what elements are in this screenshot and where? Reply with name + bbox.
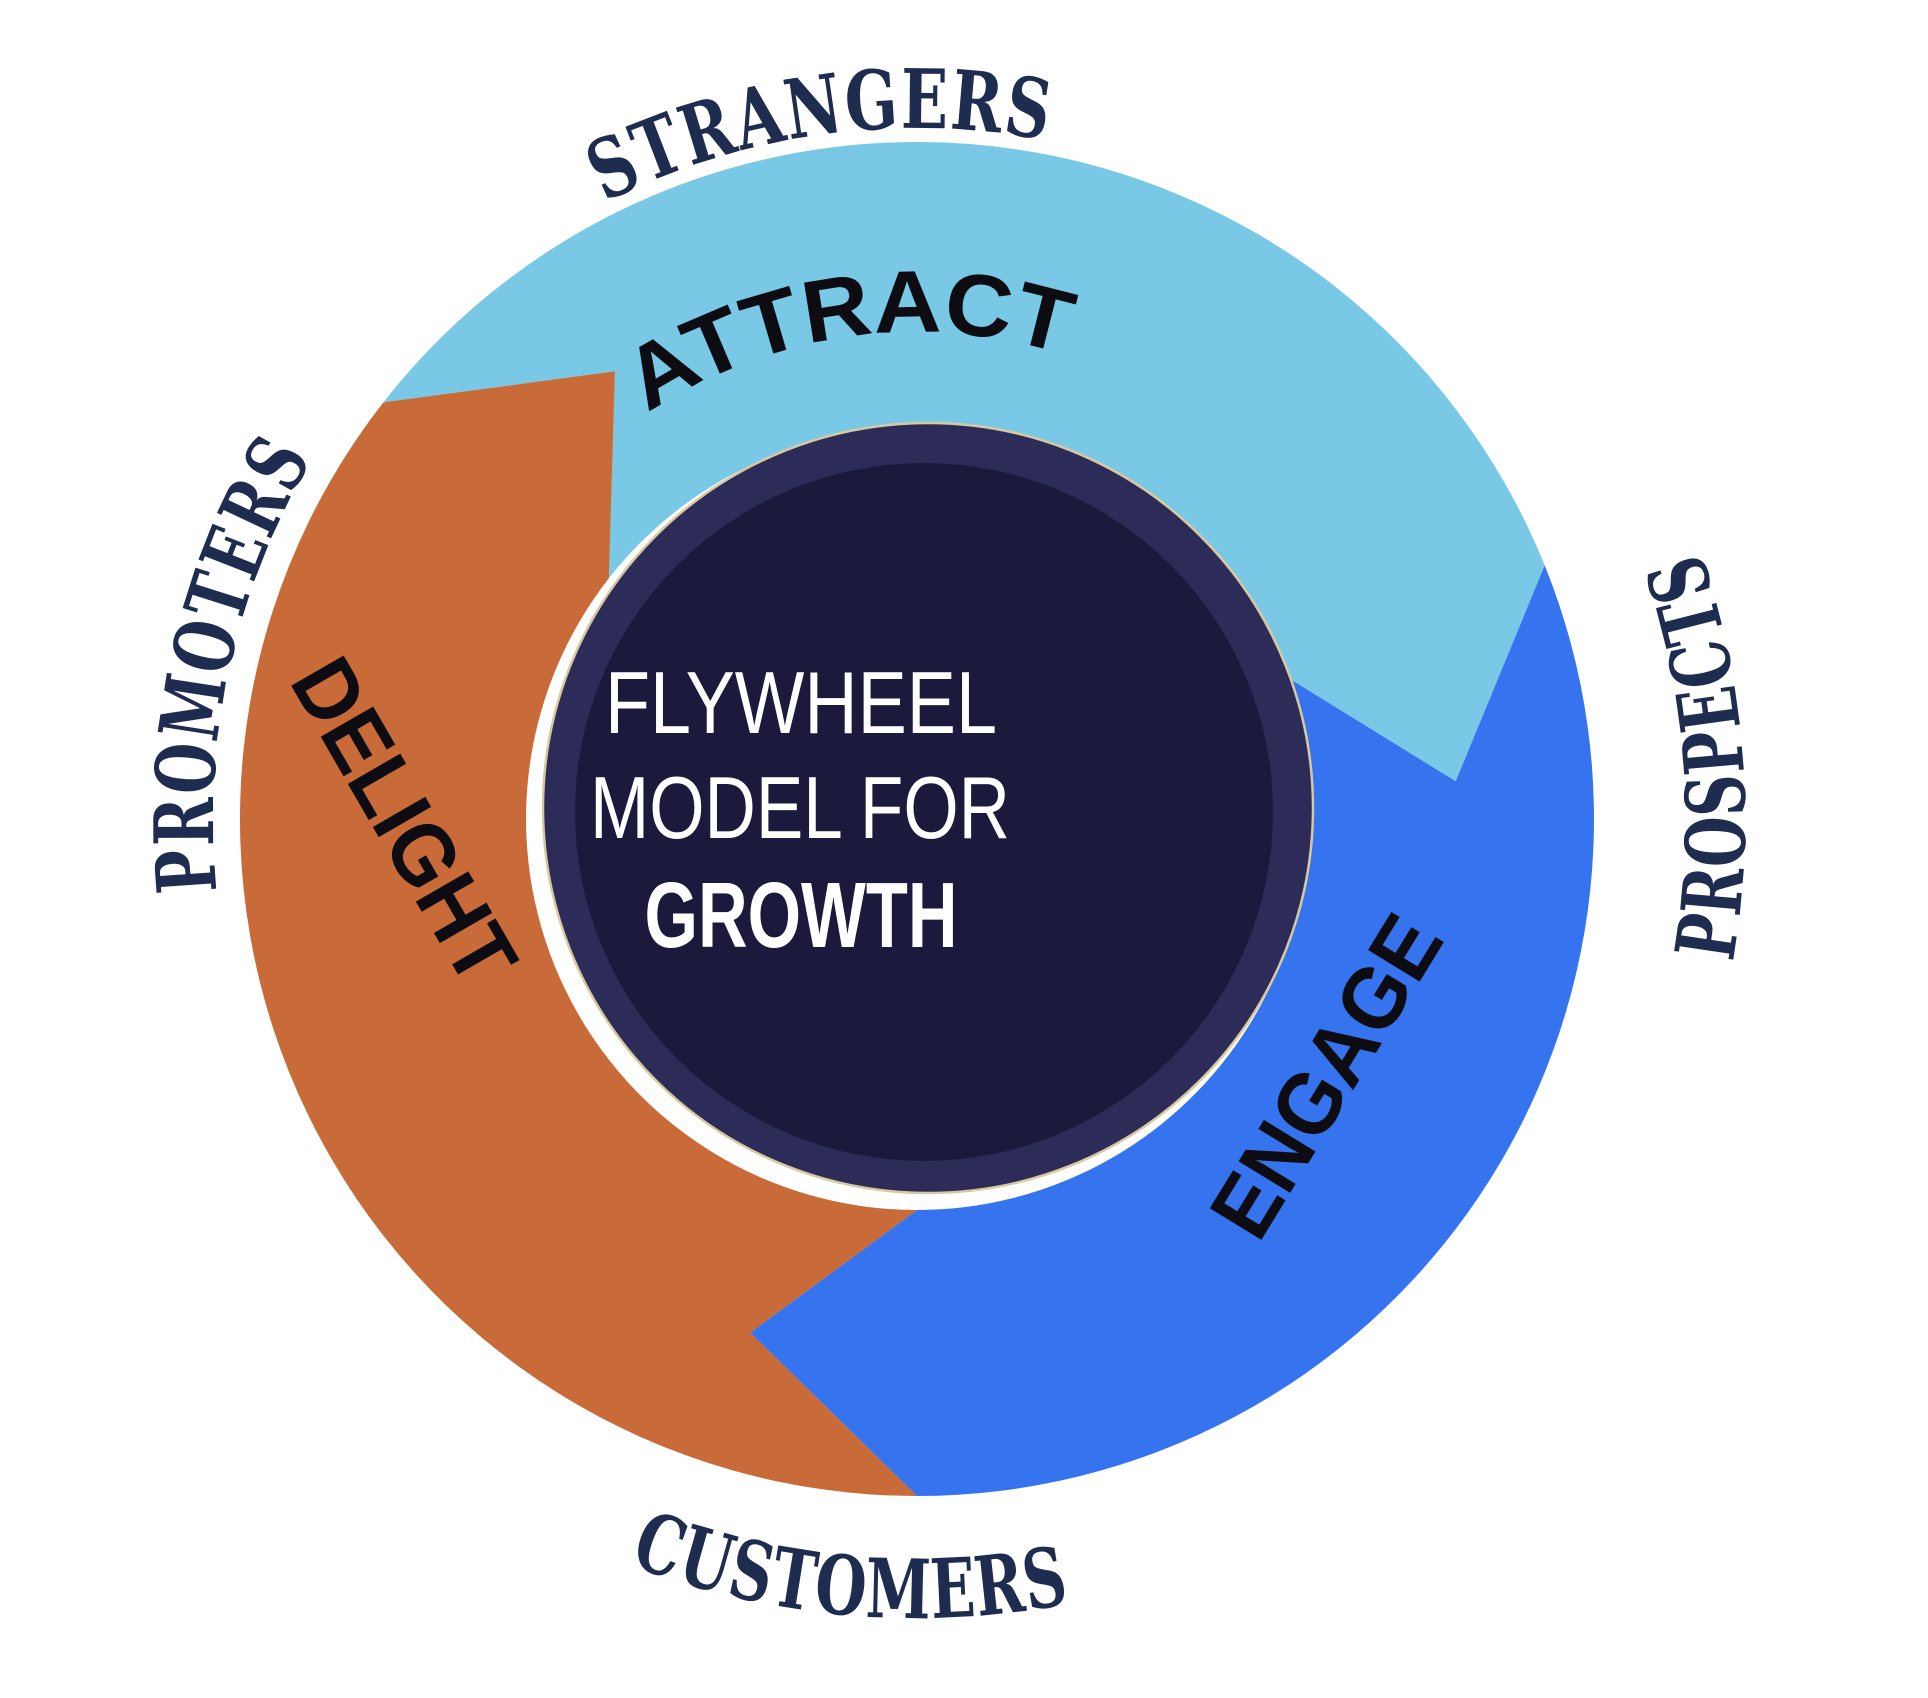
segment-engage [750, 565, 1594, 1496]
customers-label-text: CUSTOMERS [622, 1493, 1073, 1639]
segment-attract [383, 141, 1545, 782]
center-title-line1: FLYWHEEL [605, 653, 997, 752]
center-title-line2: MODEL FOR [590, 758, 1010, 857]
center-title-line3: GROWTH [645, 863, 958, 967]
hub-disc [575, 463, 1273, 1161]
segment-delight [239, 371, 918, 1496]
center-title: FLYWHEEL MODEL FOR GROWTH [590, 653, 1010, 967]
prospects-label-text: PROSPECTS [1628, 544, 1764, 965]
outer-label-prospects: PROSPECTS [1628, 544, 1766, 965]
outer-label-customers: CUSTOMERS [622, 1493, 1075, 1639]
